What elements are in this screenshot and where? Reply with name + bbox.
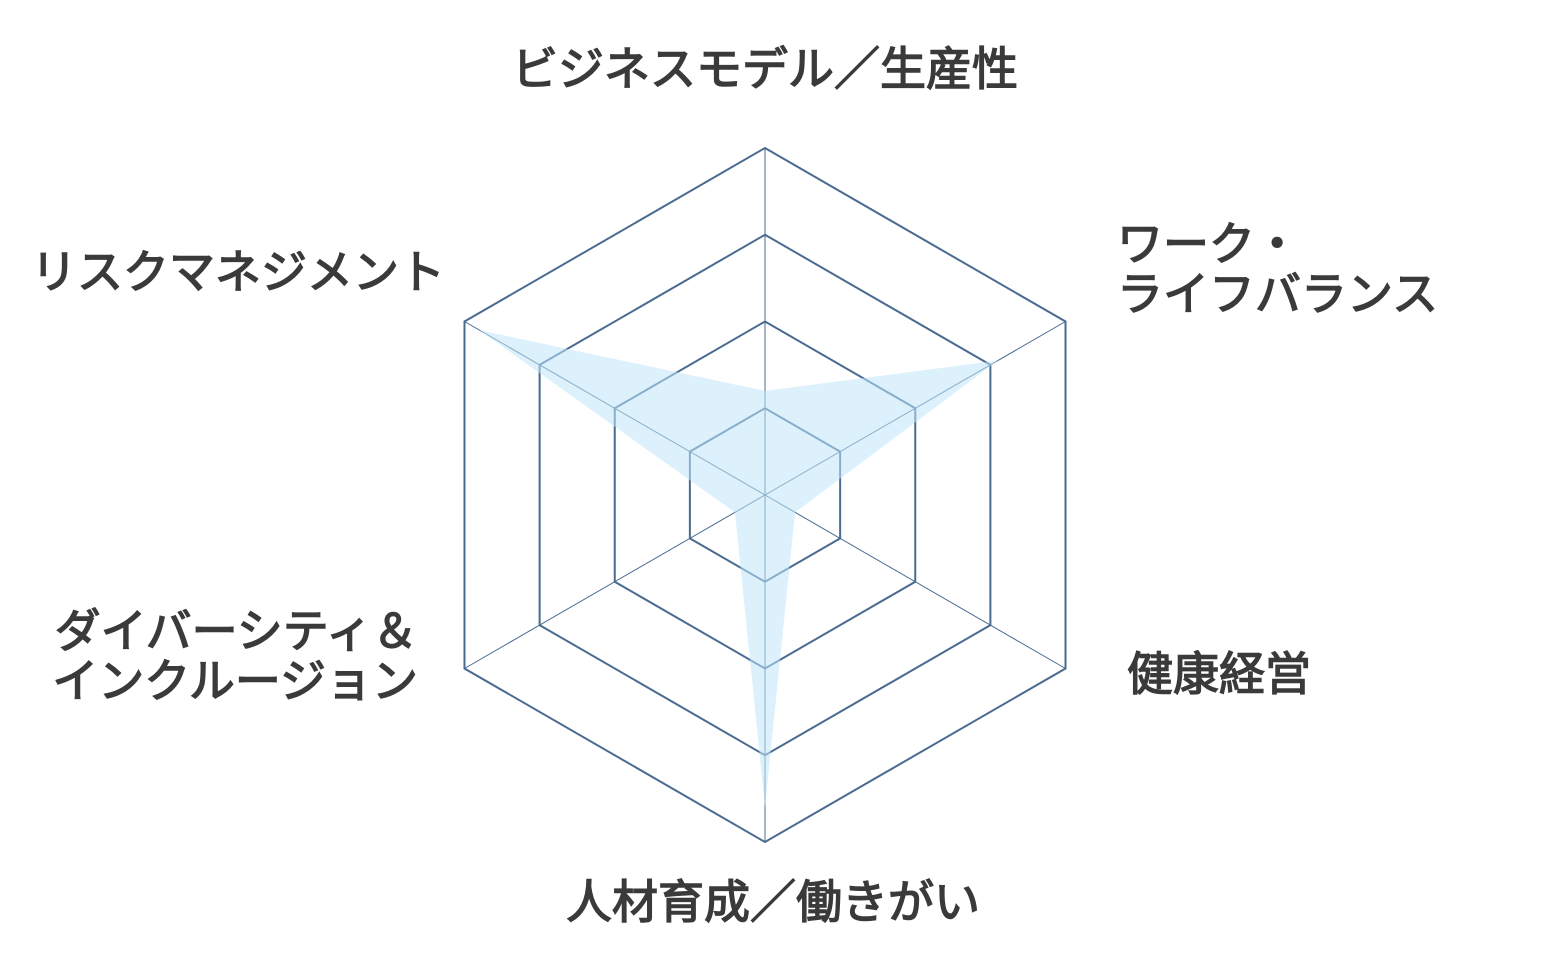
axis-label-risk-management: リスクマネジメント — [31, 245, 445, 299]
axis-label-health-management-line-1: 健康経営 — [1127, 647, 1311, 701]
axis-label-diversity-inclusion: ダイバーシティ＆インクルージョン — [52, 604, 418, 708]
axis-label-talent-development: 人材育成／働きがい — [566, 875, 980, 929]
axis-label-talent-development-line-1: 人材育成／働きがい — [566, 875, 980, 929]
spoke-3 — [764, 494, 1066, 669]
spoke-5 — [464, 494, 766, 669]
axis-label-work-life-balance-line-2: ライフバランス — [1117, 267, 1438, 321]
axis-label-work-life-balance-line-1: ワーク・ — [1117, 217, 1300, 271]
axis-label-work-life-balance: ワーク・ライフバランス — [1117, 217, 1438, 321]
data-layer — [479, 330, 998, 808]
axis-label-business-model: ビジネスモデル／生産性 — [512, 42, 1018, 96]
series-area-1 — [479, 330, 998, 808]
axis-label-diversity-inclusion-line-2: インクルージョン — [52, 654, 418, 708]
axis-label-business-model-line-1: ビジネスモデル／生産性 — [512, 42, 1018, 96]
axis-label-diversity-inclusion-line-1: ダイバーシティ＆ — [55, 604, 418, 658]
axis-label-risk-management-line-1: リスクマネジメント — [31, 245, 445, 299]
axis-label-health-management: 健康経営 — [1127, 647, 1311, 701]
